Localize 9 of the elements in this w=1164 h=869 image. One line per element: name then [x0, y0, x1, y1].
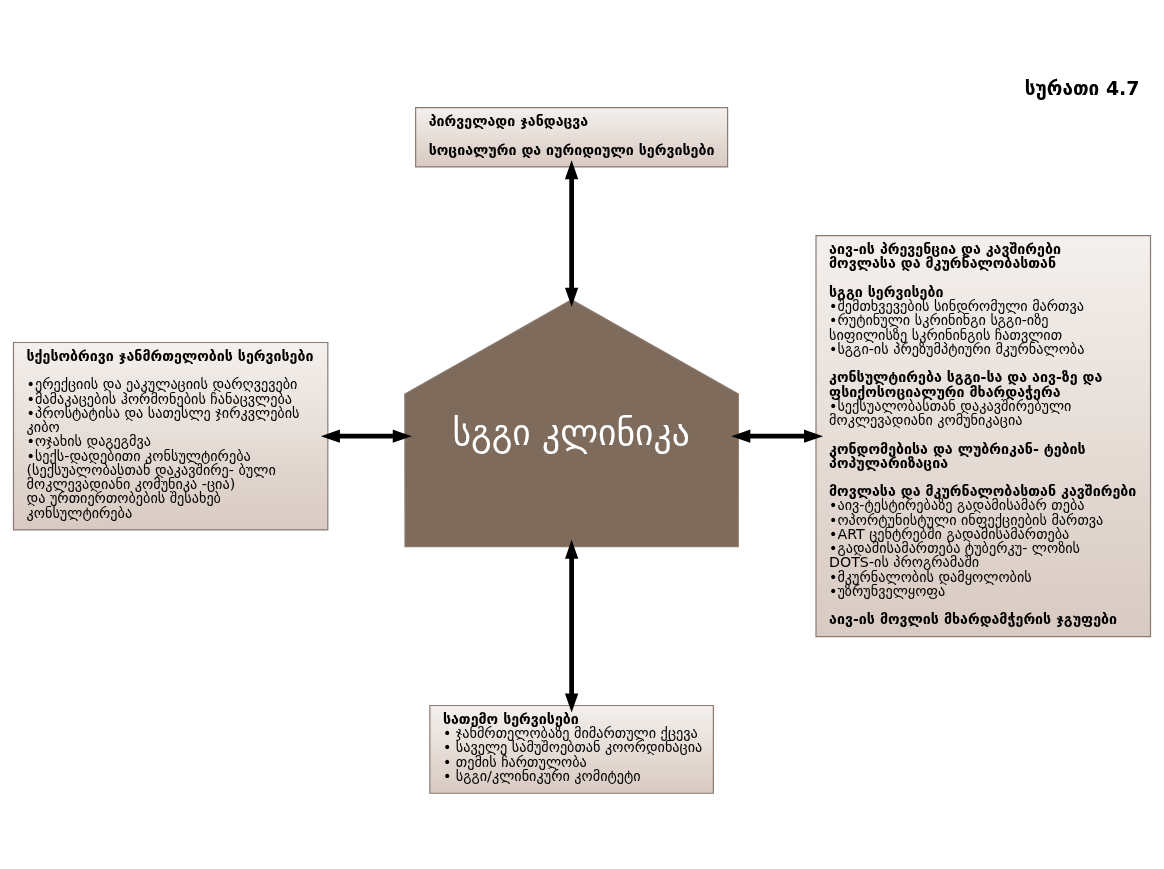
arrow	[320, 429, 412, 443]
arrow	[564, 539, 579, 713]
arrow	[731, 429, 824, 443]
arrow	[564, 159, 579, 307]
diagram-title: სურათი 4.7	[1024, 76, 1140, 99]
node-box: აივ-ის პრევენცია და კავშირები მოვლასა და მკურნალობასთან სგგი სერვისები •შემთხვევების სინდრომული მართვა •რუტინული სკრინინგი სგგი-იზე სიფილისზე სკრინინგის ჩათვლით •სგგი-ის პრეზუმპტიური მკურნალობა კონსულტირება სგგი-სა და აივ-ზე და ფსიქოსოციალური მხარდაჭერა •სექსუალობასთან დაკავშირებული მოკლევადიანი კომუნიკაცია კონდომებისა და ლუბრიკან- ტების პოპულარიზაცია მოვლასა და მკურნალობასთან კავშირები •აივ-ტესტირებაზე გადამისამარ თება •ოპორტუნისტული ინფექციების მართვა •ART ცენტრებში გადამისამართება •გადამისამართება ტუბერკუ- ლოზის DOTS-ის პროგრამაში •მკურნალობის დამყოლობის •უზრუნველყოფა აივ-ის მოვლის მხარდამჭერის ჯგუფები	[815, 234, 1152, 637]
node-box: პირველადი ჯანდაცვა სოციალური და იურიდიული სერვისები	[415, 106, 729, 167]
node-box: სქესობრივი ჯანმრთელობის სერვისები •ერექციის და ეაკულაციის დარღვევები •მამაკაცების ჰორმონების ჩანაცვლება •პროსტატისა და სათესლე ჯირკვლების კიბო •ოჯახის დაგეგმვა •სექს-დადებითი კონსულტირება (სექსუალობასთან დაკავშირე- ბული მოკლევადიანი კომუნიკა -ცია) და ურთიერთობების შესახებ კონსულტირება	[12, 341, 329, 530]
node-box: სათემო სერვისები • ჯანმრთელობაზე მიმართული ქცევა • საველე სამუშოებთან კოორდინაცია • თემის ჩართულობა • სგგი/კლინიკური კომიტეტი	[429, 704, 714, 794]
